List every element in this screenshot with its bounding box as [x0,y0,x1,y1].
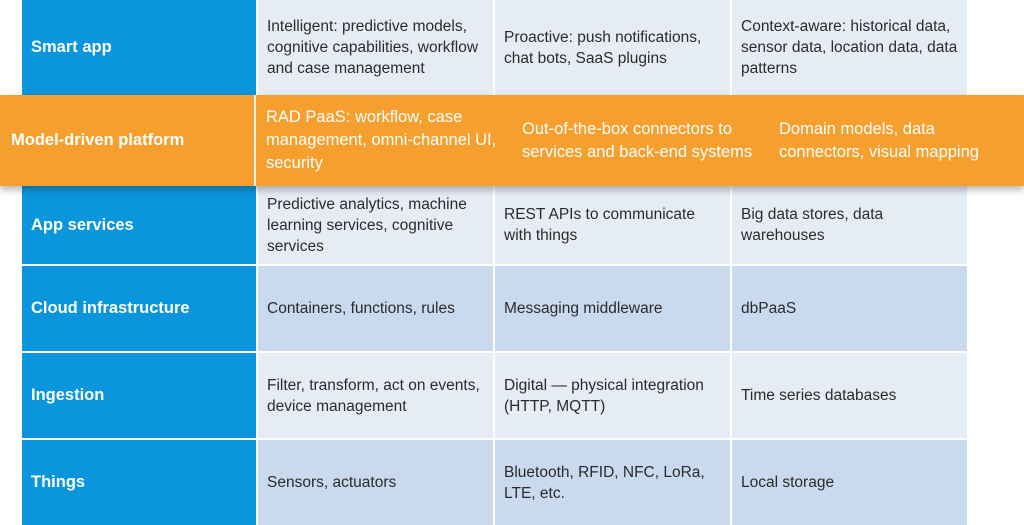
model-driven-platform-band: Model-driven platform RAD PaaS: workflow… [0,95,1024,186]
ingestion-cell-2: Digital — physical integration (HTTP, MQ… [495,353,730,438]
row-label-smart-app: Smart app [22,0,256,95]
things-cell-3: Local storage [732,440,967,525]
app-services-cell-1: Predictive analytics, machine learning s… [258,186,493,264]
ingestion-cell-3: Time series databases [732,353,967,438]
app-services-cell-3: Big data stores, data warehouses [732,186,967,264]
model-driven-cell-1: RAD PaaS: workflow, case management, omn… [266,108,497,172]
things-cell-2: Bluetooth, RFID, NFC, LoRa, LTE, etc. [495,440,730,525]
model-driven-cell-3: Domain models, data connectors, visual m… [779,119,979,161]
app-services-cell-2: REST APIs to communicate with things [495,186,730,264]
ingestion-cell-1: Filter, transform, act on events, device… [258,353,493,438]
smart-app-cell-3: Context-aware: historical data, sensor d… [732,0,967,95]
things-cell-1: Sensors, actuators [258,440,493,525]
row-label-cloud-infrastructure: Cloud infrastructure [22,266,256,351]
smart-app-cell-1: Intelligent: predictive models, cognitiv… [258,0,493,95]
row-label-ingestion: Ingestion [22,353,256,438]
cloud-infrastructure-cell-3: dbPaaS [732,266,967,351]
smart-app-cell-2: Proactive: push notifications, chat bots… [495,0,730,95]
model-driven-cell-2: Out-of-the-box connectors to services an… [522,119,753,161]
row-label-app-services: App services [22,186,256,264]
row-label-things: Things [22,440,256,525]
cloud-infrastructure-cell-2: Messaging middleware [495,266,730,351]
row-label-model-driven-platform: Model-driven platform [0,95,256,186]
cloud-infrastructure-cell-1: Containers, functions, rules [258,266,493,351]
